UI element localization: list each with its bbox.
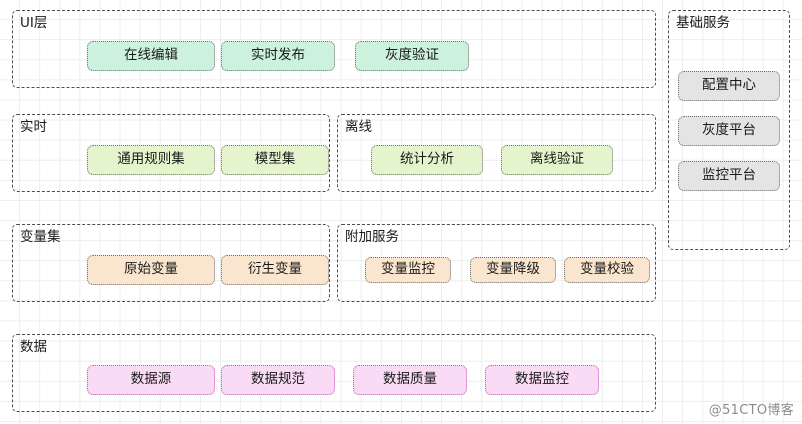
group-offline[interactable]: 离线 统计分析 离线验证 — [337, 114, 656, 192]
node-model-set[interactable]: 模型集 — [221, 145, 329, 175]
node-gray-verify[interactable]: 灰度验证 — [355, 41, 469, 71]
group-extra-services-title: 附加服务 — [345, 229, 399, 245]
group-realtime[interactable]: 实时 通用规则集 模型集 — [12, 114, 330, 192]
group-ui-layer[interactable]: UI层 在线编辑 实时发布 灰度验证 — [12, 10, 656, 88]
node-raw-variable[interactable]: 原始变量 — [87, 255, 215, 285]
node-derived-variable[interactable]: 衍生变量 — [221, 255, 329, 285]
node-realtime-publish[interactable]: 实时发布 — [221, 41, 335, 71]
group-variable-set-title: 变量集 — [20, 229, 61, 245]
node-data-quality[interactable]: 数据质量 — [353, 365, 467, 395]
node-monitor-platform[interactable]: 监控平台 — [678, 161, 780, 191]
group-base-services-title: 基础服务 — [676, 15, 730, 31]
node-data-monitor[interactable]: 数据监控 — [485, 365, 599, 395]
node-statistic-analysis[interactable]: 统计分析 — [371, 145, 483, 175]
node-config-center[interactable]: 配置中心 — [678, 71, 780, 101]
node-data-source[interactable]: 数据源 — [87, 365, 215, 395]
group-offline-title: 离线 — [345, 119, 372, 135]
node-variable-degrade[interactable]: 变量降级 — [470, 257, 556, 283]
group-extra-services[interactable]: 附加服务 变量监控 变量降级 变量校验 — [337, 224, 656, 302]
node-online-edit[interactable]: 在线编辑 — [87, 41, 215, 71]
node-offline-verify[interactable]: 离线验证 — [501, 145, 613, 175]
group-base-services[interactable]: 基础服务 配置中心 灰度平台 监控平台 — [668, 10, 790, 250]
group-data-title: 数据 — [20, 339, 47, 355]
watermark: @51CTO博客 — [708, 403, 794, 418]
group-data[interactable]: 数据 数据源 数据规范 数据质量 数据监控 — [12, 334, 656, 412]
node-data-standard[interactable]: 数据规范 — [221, 365, 335, 395]
node-gray-platform[interactable]: 灰度平台 — [678, 116, 780, 146]
group-variable-set[interactable]: 变量集 原始变量 衍生变量 — [12, 224, 330, 302]
node-variable-validate[interactable]: 变量校验 — [564, 257, 650, 283]
group-ui-layer-title: UI层 — [20, 15, 48, 31]
group-realtime-title: 实时 — [20, 119, 47, 135]
node-variable-monitor[interactable]: 变量监控 — [365, 257, 451, 283]
node-common-rule-set[interactable]: 通用规则集 — [87, 145, 215, 175]
